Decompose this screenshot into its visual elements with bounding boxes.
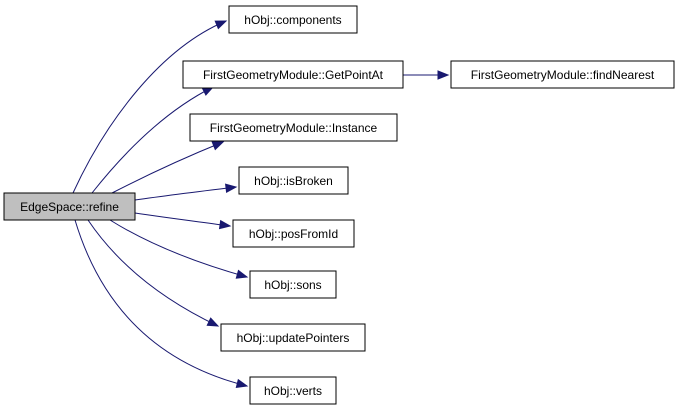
node-hobj-sons[interactable]: hObj::sons bbox=[249, 270, 337, 299]
edge-line bbox=[74, 219, 248, 387]
node-box bbox=[450, 60, 675, 89]
node-box bbox=[220, 323, 366, 352]
node-label: hObj::sons bbox=[264, 278, 321, 292]
node-label: EdgeSpace::refine bbox=[20, 200, 119, 214]
edge-refine-to-posfromid bbox=[134, 212, 232, 230]
node-label: hObj::updatePointers bbox=[237, 331, 350, 345]
edge-line bbox=[109, 219, 248, 278]
node-hobj-posfromid[interactable]: hObj::posFromId bbox=[232, 219, 355, 248]
edge-line bbox=[72, 20, 227, 194]
edge-getpointat-to-findnearest bbox=[403, 70, 450, 80]
node-box bbox=[238, 166, 349, 195]
node-layer: EdgeSpace::refine hObj::components First… bbox=[3, 5, 675, 405]
node-hobj-verts[interactable]: hObj::verts bbox=[249, 376, 337, 405]
edge-refine-to-sons bbox=[109, 219, 249, 279]
arrowhead-icon bbox=[235, 269, 249, 279]
edge-refine-to-updatepointers bbox=[87, 219, 220, 327]
node-box bbox=[189, 113, 398, 142]
arrowhead-icon bbox=[218, 219, 232, 230]
node-label: FirstGeometryModule::Instance bbox=[210, 121, 378, 135]
edge-refine-to-verts bbox=[74, 219, 249, 389]
node-firstgeometrymodule-getpointat[interactable]: FirstGeometryModule::GetPointAt bbox=[182, 60, 404, 89]
node-box bbox=[182, 60, 404, 89]
node-hobj-updatepointers[interactable]: hObj::updatePointers bbox=[220, 323, 366, 352]
node-box bbox=[249, 376, 337, 405]
arrowhead-icon bbox=[211, 141, 225, 151]
node-firstgeometrymodule-findnearest[interactable]: FirstGeometryModule::findNearest bbox=[450, 60, 675, 89]
node-label: FirstGeometryModule::findNearest bbox=[471, 68, 655, 82]
edge-line bbox=[134, 186, 237, 201]
arrowhead-icon bbox=[235, 378, 249, 389]
edge-line bbox=[134, 212, 231, 227]
arrowhead-icon bbox=[206, 317, 220, 327]
edge-line bbox=[91, 86, 214, 194]
node-firstgeometrymodule-instance[interactable]: FirstGeometryModule::Instance bbox=[189, 113, 398, 142]
arrowhead-icon bbox=[437, 70, 450, 80]
node-label: hObj::components bbox=[244, 13, 341, 27]
node-label: FirstGeometryModule::GetPointAt bbox=[203, 68, 384, 82]
edge-refine-to-instance bbox=[111, 141, 225, 194]
node-box bbox=[232, 219, 355, 248]
node-label: hObj::verts bbox=[264, 384, 322, 398]
edge-layer bbox=[72, 20, 450, 389]
node-edgespace-refine[interactable]: EdgeSpace::refine bbox=[3, 192, 136, 221]
node-label: hObj::posFromId bbox=[249, 227, 338, 241]
arrowhead-icon bbox=[225, 183, 238, 193]
edge-line bbox=[111, 141, 224, 194]
node-box bbox=[228, 5, 358, 34]
edge-line bbox=[87, 219, 219, 327]
node-box bbox=[3, 192, 136, 221]
node-box bbox=[249, 270, 337, 299]
arrowhead-icon bbox=[214, 20, 228, 30]
node-hobj-isbroken[interactable]: hObj::isBroken bbox=[238, 166, 349, 195]
node-hobj-components[interactable]: hObj::components bbox=[228, 5, 358, 34]
edge-refine-to-isbroken bbox=[134, 183, 238, 201]
node-label: hObj::isBroken bbox=[254, 174, 333, 188]
edge-refine-to-components bbox=[72, 20, 228, 194]
